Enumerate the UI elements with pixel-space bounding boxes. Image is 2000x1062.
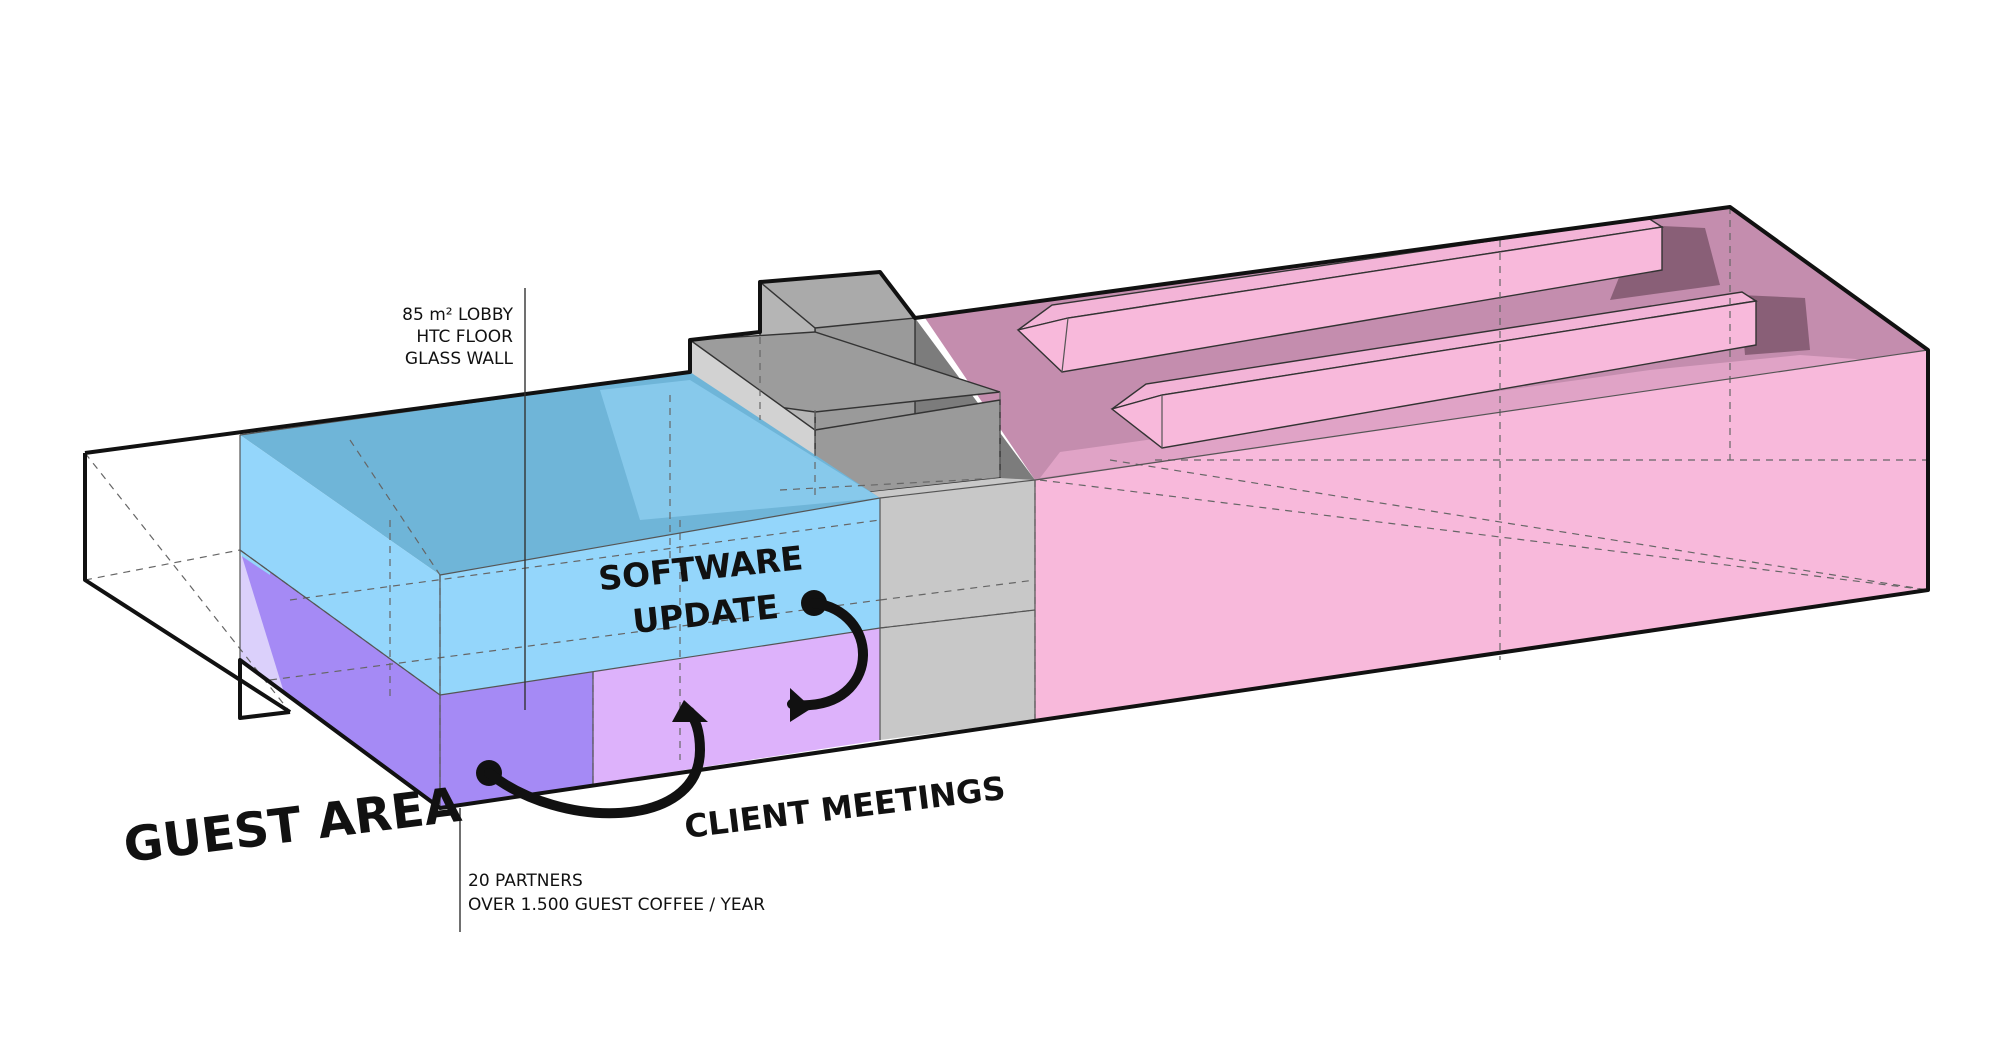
lilac-front-face [593,628,880,784]
flow-arrows [476,590,868,819]
partners-label: 20 PARTNERS OVER 1.500 GUEST COFFEE / YE… [468,871,765,915]
lobby-label-line-1: 85 m² LOBBY [402,305,513,325]
blue-front-face [440,498,880,695]
leader-lines [459,288,526,932]
flow-arrow-guest-to-meetings [484,707,706,819]
partners-label-line-1: 20 PARTNERS [468,871,583,891]
skylight-2-front [1110,300,1757,449]
lobby-label: 85 m² LOBBY HTC FLOOR GLASS WALL [402,305,513,369]
skylight-2-shadow [1740,295,1810,355]
arrowhead-1 [672,700,708,722]
arrowhead-2 [790,688,812,722]
core-front-face [880,480,1035,740]
skylight-1-front [1016,226,1663,373]
lobby-label-line-3: GLASS WALL [405,349,514,369]
blue-lower-left-band [240,550,270,575]
guest-area-label: GUEST AREA [121,777,465,874]
pink-volume [925,207,1928,720]
purple-side-face [240,550,440,808]
client-meetings-label: CLIENT MEETINGS [682,769,1007,846]
lobby-label-line-2: HTC FLOOR [416,327,513,347]
glass-top [85,435,240,580]
partners-label-line-2: OVER 1.500 GUEST COFFEE / YEAR [468,895,765,915]
building-outline [83,205,1930,810]
pink-roof-glow [1040,355,1870,478]
